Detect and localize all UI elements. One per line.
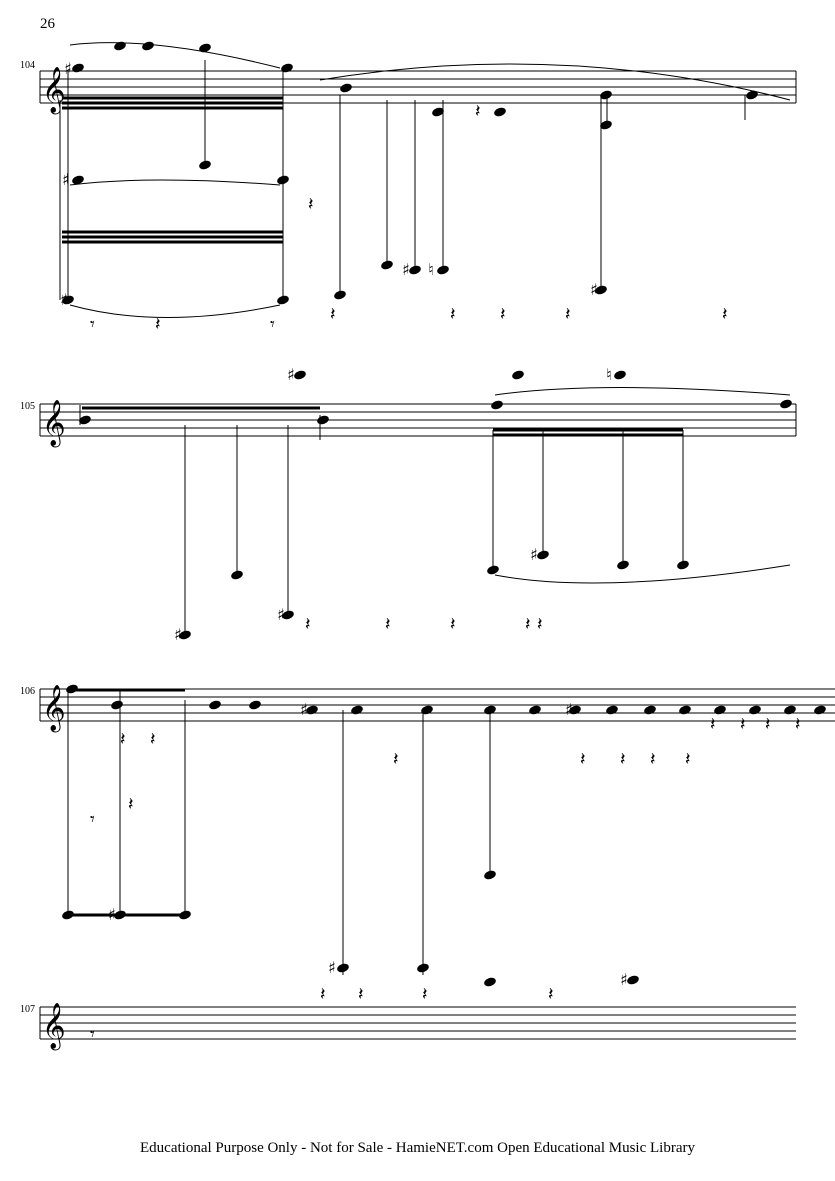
- sharp-icon: ♯: [287, 365, 295, 384]
- sharp-icon: ♯: [402, 260, 410, 279]
- eighth-rest-icon: 𝄾: [90, 1024, 95, 1045]
- quarter-rest-icon: 𝄽: [308, 194, 314, 215]
- staff-system-106: [39, 688, 835, 722]
- sharp-icon: ♯: [565, 700, 573, 719]
- beams-system-105: [82, 406, 683, 437]
- quarter-rest-icon: 𝄽: [500, 304, 506, 325]
- quarter-rest-icon: 𝄽: [565, 304, 571, 325]
- beams-system-106: [68, 688, 185, 917]
- treble-clef-icon: 𝄞: [42, 1003, 66, 1051]
- quarter-rest-icon: 𝄽: [305, 614, 311, 635]
- quarter-rest-icon: 𝄽: [525, 614, 531, 635]
- quarter-rest-icon: 𝄽: [155, 314, 161, 335]
- quarter-rest-icon: 𝄽: [740, 714, 746, 735]
- staff-system-104: [39, 70, 797, 104]
- slurs-system-104: [69, 42, 791, 318]
- quarter-rest-icon: 𝄽: [393, 749, 399, 770]
- quarter-rest-icon: 𝄽: [422, 984, 428, 1005]
- slurs-system-105: [494, 387, 791, 584]
- sharp-icon: ♯: [328, 958, 336, 977]
- quarter-rest-icon: 𝄽: [150, 729, 156, 750]
- treble-clef-icon: 𝄞: [42, 685, 66, 733]
- quarter-rest-icon: 𝄽: [450, 304, 456, 325]
- quarter-rest-icon: 𝄽: [795, 714, 801, 735]
- sharp-icon: ♯: [108, 905, 116, 924]
- quarter-rest-icon: 𝄽: [320, 984, 326, 1005]
- stems-system-105: [79, 405, 684, 635]
- quarter-rest-icon: 𝄽: [120, 729, 126, 750]
- quarter-rest-icon: 𝄽: [722, 304, 728, 325]
- noteheads: [62, 41, 826, 987]
- sharp-icon: ♯: [300, 700, 308, 719]
- beams-system-104: [62, 96, 283, 244]
- measure-number-104: 104: [20, 60, 35, 71]
- quarter-rest-icon: 𝄽: [537, 614, 543, 635]
- footer-notice: Educational Purpose Only - Not for Sale …: [140, 1140, 695, 1156]
- treble-clef-icon: 𝄞: [42, 67, 66, 115]
- stems-system-106: [67, 690, 491, 975]
- quarter-rest-icon: 𝄽: [358, 984, 364, 1005]
- sharp-icon: ♯: [620, 970, 628, 989]
- quarter-rest-icon: 𝄽: [475, 101, 481, 122]
- quarter-rest-icon: 𝄽: [330, 304, 336, 325]
- sharp-icon: ♯: [590, 280, 598, 299]
- measure-number-106: 106: [20, 686, 35, 697]
- eighth-rest-icon: 𝄾: [270, 314, 275, 335]
- quarter-rest-icon: 𝄽: [765, 714, 771, 735]
- quarter-rest-icon: 𝄽: [128, 794, 134, 815]
- sharp-icon: ♯: [60, 290, 68, 309]
- quarter-rest-icon: 𝄽: [450, 614, 456, 635]
- eighth-rest-icon: 𝄾: [90, 809, 95, 830]
- quarter-rest-icon: 𝄽: [620, 749, 626, 770]
- quarter-rest-icon: 𝄽: [685, 749, 691, 770]
- quarter-rest-icon: 𝄽: [548, 984, 554, 1005]
- staff-system-107: [39, 1006, 796, 1040]
- natural-icon: ♮: [606, 365, 612, 384]
- sharp-icon: ♯: [530, 545, 538, 564]
- quarter-rest-icon: 𝄽: [650, 749, 656, 770]
- quarter-rest-icon: 𝄽: [385, 614, 391, 635]
- measure-number-107: 107: [20, 1004, 35, 1015]
- sharp-icon: ♯: [277, 605, 285, 624]
- quarter-rest-icon: 𝄽: [710, 714, 716, 735]
- treble-clef-icon: 𝄞: [42, 400, 66, 448]
- eighth-rest-icon: 𝄾: [90, 314, 95, 335]
- sharp-icon: ♯: [174, 625, 182, 644]
- sharp-icon: ♯: [62, 170, 70, 189]
- natural-icon: ♮: [428, 260, 434, 279]
- sharp-icon: ♯: [64, 59, 72, 78]
- quarter-rest-icon: 𝄽: [580, 749, 586, 770]
- measure-number-105: 105: [20, 401, 35, 412]
- page-number: 26: [40, 16, 55, 32]
